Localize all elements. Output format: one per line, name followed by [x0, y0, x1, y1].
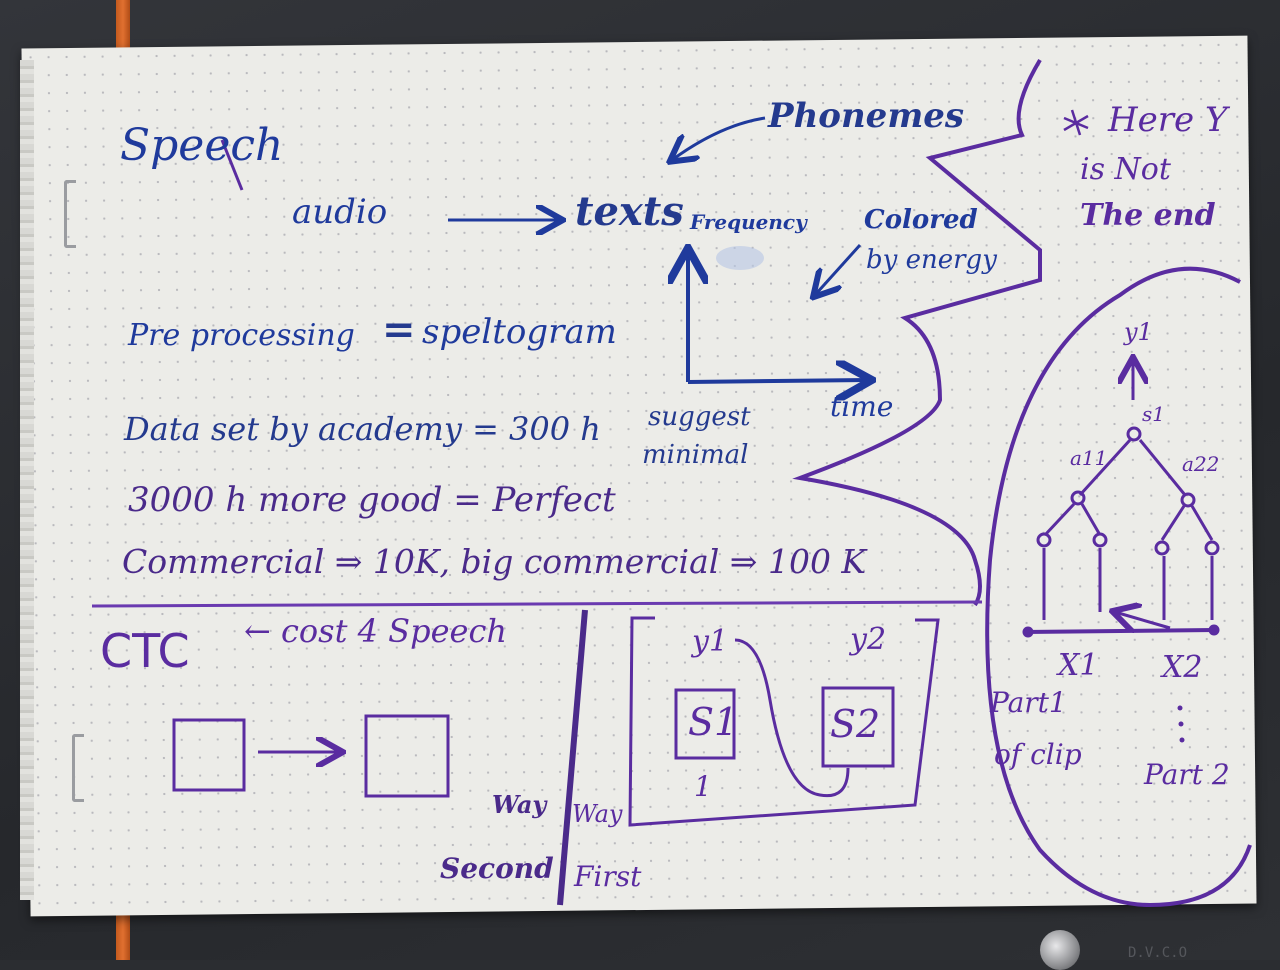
y2-label: y2	[850, 622, 887, 657]
way-first-label-2: First	[574, 860, 642, 893]
spectrogram-label: speltogram	[422, 312, 617, 352]
phonemes-arrow	[672, 116, 766, 160]
device-corner-text: D.V.C.O	[1128, 945, 1188, 961]
vertical-dots	[1177, 705, 1185, 743]
colored-label: Colored	[864, 205, 978, 235]
ctc-box-right	[364, 714, 450, 798]
s2-label: S2	[830, 702, 881, 746]
the-end-label: The end	[1080, 198, 1216, 233]
audio-label: audio	[292, 192, 388, 232]
way-second-label-2: Second	[440, 852, 554, 885]
way-second-label-1: Way	[492, 790, 547, 819]
equals-sign: =	[382, 306, 416, 353]
s2-box	[821, 686, 895, 768]
tree-s-label: s1	[1142, 402, 1165, 426]
s-curve	[734, 638, 850, 798]
part2-label: Part 2	[1144, 758, 1230, 791]
torn-edge	[20, 60, 34, 900]
s1-label: S1	[688, 700, 739, 744]
suggest-label: suggest	[648, 402, 751, 432]
tree-y-label: y1	[1124, 318, 1153, 346]
x1-label: X1	[1058, 648, 1099, 683]
ink-smudge	[716, 246, 764, 270]
staple-top	[64, 180, 76, 248]
s1-box	[674, 688, 736, 760]
way-first-label-1: Way	[572, 800, 623, 828]
by-energy-label: by energy	[866, 245, 997, 275]
horizontal-separator	[91, 600, 983, 608]
time-label: time	[830, 390, 894, 423]
preprocessing-label: Pre processing	[128, 318, 355, 353]
ctc-box-left	[172, 718, 246, 792]
is-not-label: is Not	[1080, 152, 1171, 187]
cost-for-speech-label: ← cost 4 Speech	[244, 612, 507, 650]
ctc-label: CTC	[100, 624, 190, 678]
energy-arrow	[815, 243, 862, 295]
minimal-label: minimal	[642, 440, 749, 470]
divider-curve	[792, 58, 1042, 607]
here-y-label: Here Y	[1108, 100, 1228, 140]
commercial-line: Commercial ⇒ 10K, big commercial ⇒ 100 K	[122, 542, 867, 581]
speech-title: Speech	[120, 120, 284, 171]
device-knob	[1040, 930, 1080, 970]
tree-a2-label: a22	[1182, 452, 1220, 476]
x2-label: X2	[1162, 650, 1203, 685]
right-loop	[985, 266, 1252, 908]
of-clip-label: of clip	[994, 738, 1082, 771]
bracket-frame	[628, 616, 940, 827]
vertical-separator	[557, 609, 588, 906]
part1-label: Part1	[990, 686, 1067, 719]
y1-label: y1	[692, 624, 729, 659]
tree-a1-label: a11	[1070, 446, 1108, 470]
strike-mark	[220, 139, 244, 191]
dataset-line: Data set by academy = 300 h	[124, 410, 601, 448]
time-axis	[687, 380, 868, 382]
asterisk-icon	[1063, 109, 1089, 136]
frequency-label: Frequency	[690, 210, 807, 234]
texts-label: texts	[575, 188, 684, 235]
more-good-line: 3000 h more good = Perfect	[128, 480, 616, 520]
one-label: 1	[694, 770, 712, 803]
tree-diagram	[1022, 360, 1220, 638]
phonemes-label: Phonemes	[768, 96, 965, 136]
staple-bottom	[72, 734, 84, 802]
